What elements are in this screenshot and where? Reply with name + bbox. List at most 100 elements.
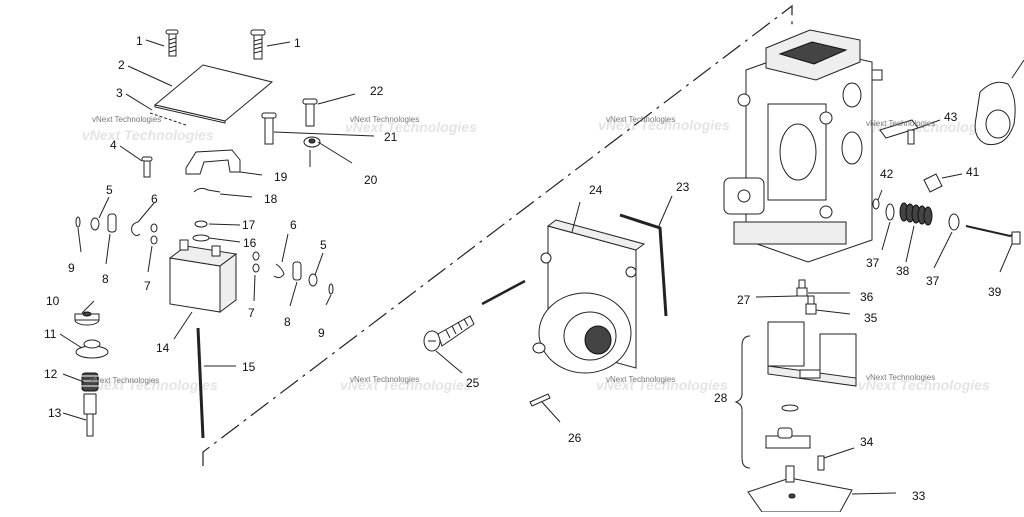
watermark-ghost: vNext Technologies: [858, 377, 990, 393]
cover-plate-edge: [154, 104, 226, 124]
jet-part-35: [805, 295, 817, 315]
cover-plate-part-2: [153, 64, 274, 122]
watermark: vNext Technologies: [92, 115, 161, 124]
callout-20: 20: [364, 173, 378, 187]
callout-39: 39: [988, 285, 1002, 299]
callout-10: 10: [46, 294, 60, 308]
bracket-brace-28: [734, 335, 751, 469]
screw-part-21: [261, 112, 277, 145]
watermark-ghost: vNext Technologies: [82, 127, 214, 143]
watermark: vNext Technologies: [350, 375, 419, 384]
callout-1: 1: [136, 34, 143, 48]
callout-7: 7: [144, 279, 151, 293]
callout-26: 26: [568, 431, 582, 445]
callout-labels: 1 1 2 3 4 5 5 6 6 7 7 8 8 9 9 10 11 12 1…: [44, 34, 1002, 503]
bushing-part-7d: [252, 263, 260, 273]
watermark-ghost: vNext Technologies: [340, 377, 472, 393]
watermark: vNext Technologies: [866, 373, 935, 382]
screw-part-22: [302, 98, 318, 127]
jet-part-36: [796, 279, 808, 297]
callout-37: 37: [866, 256, 880, 270]
callout-9: 9: [318, 326, 325, 340]
callout-24: 24: [589, 183, 603, 197]
float-bowl-part-33: [747, 465, 853, 513]
callout-34: 34: [860, 435, 874, 449]
callout-25: 25: [466, 376, 480, 390]
screw-part-25: [423, 315, 475, 352]
callout-8: 8: [102, 272, 109, 286]
screw-part-34: [817, 455, 825, 471]
needle-head-part-39: [1011, 231, 1021, 245]
callout-21: 21: [384, 130, 398, 144]
washer-part-37: [885, 203, 895, 221]
nut-part-20: [303, 136, 321, 148]
plunger-part-13: [83, 393, 97, 437]
bushing-part-7c: [252, 251, 260, 261]
callout-6: 6: [151, 192, 158, 206]
watermark-ghost: vNext Technologies: [596, 377, 728, 393]
leader-lines: [59, 39, 1013, 495]
washer-part-42: [872, 198, 880, 210]
watermark: vNext Technologies: [866, 119, 935, 128]
callout-22: 22: [370, 84, 384, 98]
o-ring-part-9b: [328, 283, 334, 295]
watermark-ghost: vNext Technologies: [86, 377, 218, 393]
valve-seat-part-11: [75, 339, 109, 359]
callout-6: 6: [290, 218, 297, 232]
nut-part-10: [74, 311, 100, 326]
callout-9: 9: [68, 261, 75, 275]
watermark: vNext Technologies: [606, 375, 675, 384]
callout-7: 7: [248, 306, 255, 320]
callout-15: 15: [242, 360, 256, 374]
callout-33: 33: [912, 489, 926, 503]
callout-36: 36: [860, 290, 874, 304]
washer-part-37b: [948, 213, 960, 231]
choke-lever-part: [974, 59, 1024, 146]
spring-part-38: [899, 202, 933, 226]
e-clip-part-17: [194, 220, 208, 228]
bracket-part-19: [185, 149, 241, 175]
carburetor-body: [723, 29, 883, 263]
screw-part-1: [165, 29, 179, 57]
clip-part-18: [193, 187, 221, 193]
callout-3: 3: [116, 86, 123, 100]
callout-35: 35: [864, 311, 878, 325]
callout-11: 11: [44, 327, 57, 341]
callout-5: 5: [320, 238, 327, 252]
screw-part-4: [141, 156, 153, 178]
callout-17: 17: [242, 218, 256, 232]
pin-part-26: [529, 393, 551, 407]
callout-38: 38: [896, 264, 910, 278]
cap-part-41: [923, 173, 943, 193]
intake-flange-part-24: [532, 219, 646, 374]
callout-27: 27: [737, 293, 751, 307]
callout-8: 8: [284, 315, 291, 329]
o-ring-part-9: [75, 216, 81, 228]
washer-part-5b: [308, 273, 318, 287]
gasket-part-23: [619, 213, 668, 317]
callout-37: 37: [926, 274, 940, 288]
watermark-ghost: vNext Technologies: [598, 117, 730, 133]
link-plate-part-8b: [292, 261, 302, 281]
callout-41: 41: [966, 165, 980, 179]
float-assembly-part-28: [765, 321, 857, 449]
callout-5: 5: [106, 183, 113, 197]
callout-18: 18: [264, 192, 278, 206]
watermark-ghost: vNext Technologies: [345, 119, 477, 135]
washer-part-5: [90, 217, 100, 231]
callout-14: 14: [156, 341, 170, 355]
callout-12: 12: [44, 367, 58, 381]
watermark: vNext Technologies: [350, 115, 419, 124]
watermark: vNext Technologies: [90, 376, 159, 385]
callout-2: 2: [118, 58, 125, 72]
needle-part-39: [965, 225, 1019, 238]
watermark-ghosts: vNext Technologies vNext Technologies vN…: [82, 117, 997, 393]
spring-clip-part-6b: [273, 263, 285, 279]
callout-23: 23: [676, 180, 690, 194]
gasket-part-3: [149, 112, 187, 126]
callout-1: 1: [294, 36, 301, 50]
watermark: vNext Technologies: [606, 115, 675, 124]
bushing-part-7: [150, 223, 158, 233]
jet-needle-part-15: [196, 327, 205, 439]
